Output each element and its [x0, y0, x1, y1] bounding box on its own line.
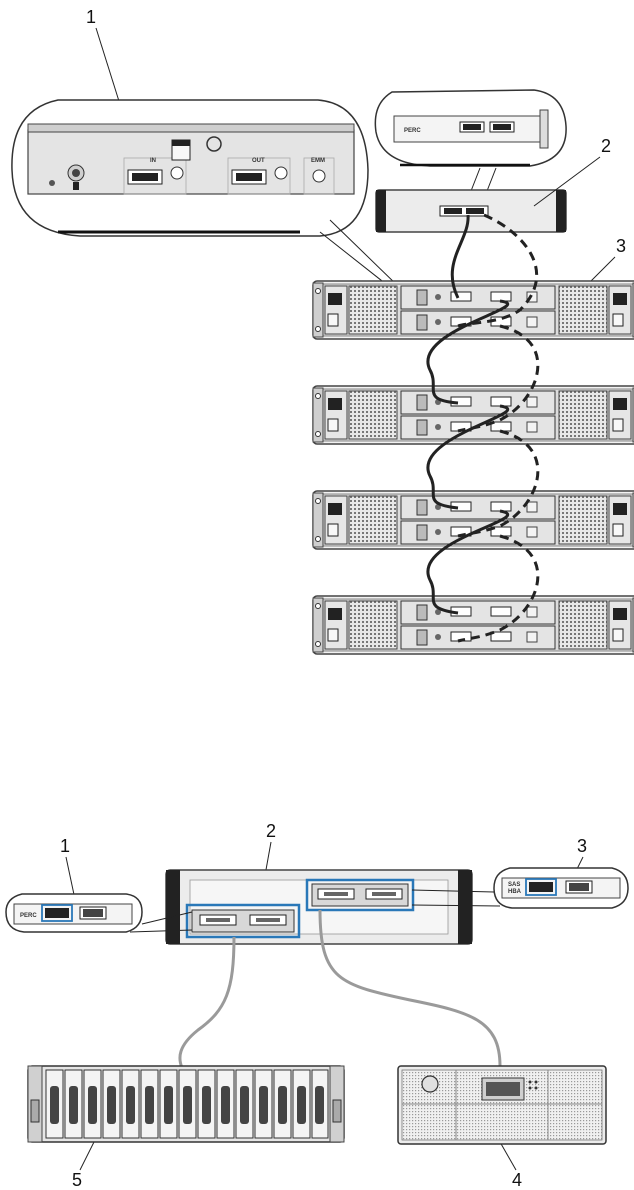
perc-card-zoom: PERC — [375, 90, 566, 166]
host-server — [166, 870, 472, 944]
perc-card-label: PERC — [404, 128, 421, 134]
emm-panel-zoom: IN OUT EMM — [12, 100, 368, 236]
perc-label: PERC — [20, 913, 37, 919]
emm-label: EMM — [311, 158, 325, 164]
enclosure-1 — [313, 281, 634, 339]
bottom-callout-2: 2 — [266, 821, 276, 841]
emm-out-label: OUT — [252, 158, 265, 164]
perc-card-bubble: PERC — [6, 894, 142, 932]
sas-hba-label-line1: SAS — [508, 882, 520, 888]
bottom-callout-1: 1 — [60, 836, 70, 856]
bottom-callout-3: 3 — [577, 836, 587, 856]
top-callout-3: 3 — [616, 236, 626, 256]
storage-array — [28, 1066, 344, 1142]
bottom-callout-5: 5 — [72, 1170, 82, 1190]
emm-in-label: IN — [150, 158, 156, 164]
cable-to-storage — [180, 937, 234, 1068]
tape-library — [398, 1066, 606, 1144]
enclosure-3 — [313, 491, 634, 549]
sas-hba-label-line2: HBA — [508, 889, 522, 895]
sas-hba-bubble: SAS HBA — [494, 868, 628, 908]
server — [376, 190, 566, 232]
top-callout-1: 1 — [86, 7, 96, 27]
top-diagram: 1 IN OUT EMM — [12, 7, 634, 654]
bottom-diagram: 1 2 3 4 5 — [6, 821, 628, 1190]
bottom-callout-4: 4 — [512, 1170, 522, 1190]
top-callout-2: 2 — [601, 136, 611, 156]
enclosure-2 — [313, 386, 634, 444]
enclosure-4 — [313, 596, 634, 654]
